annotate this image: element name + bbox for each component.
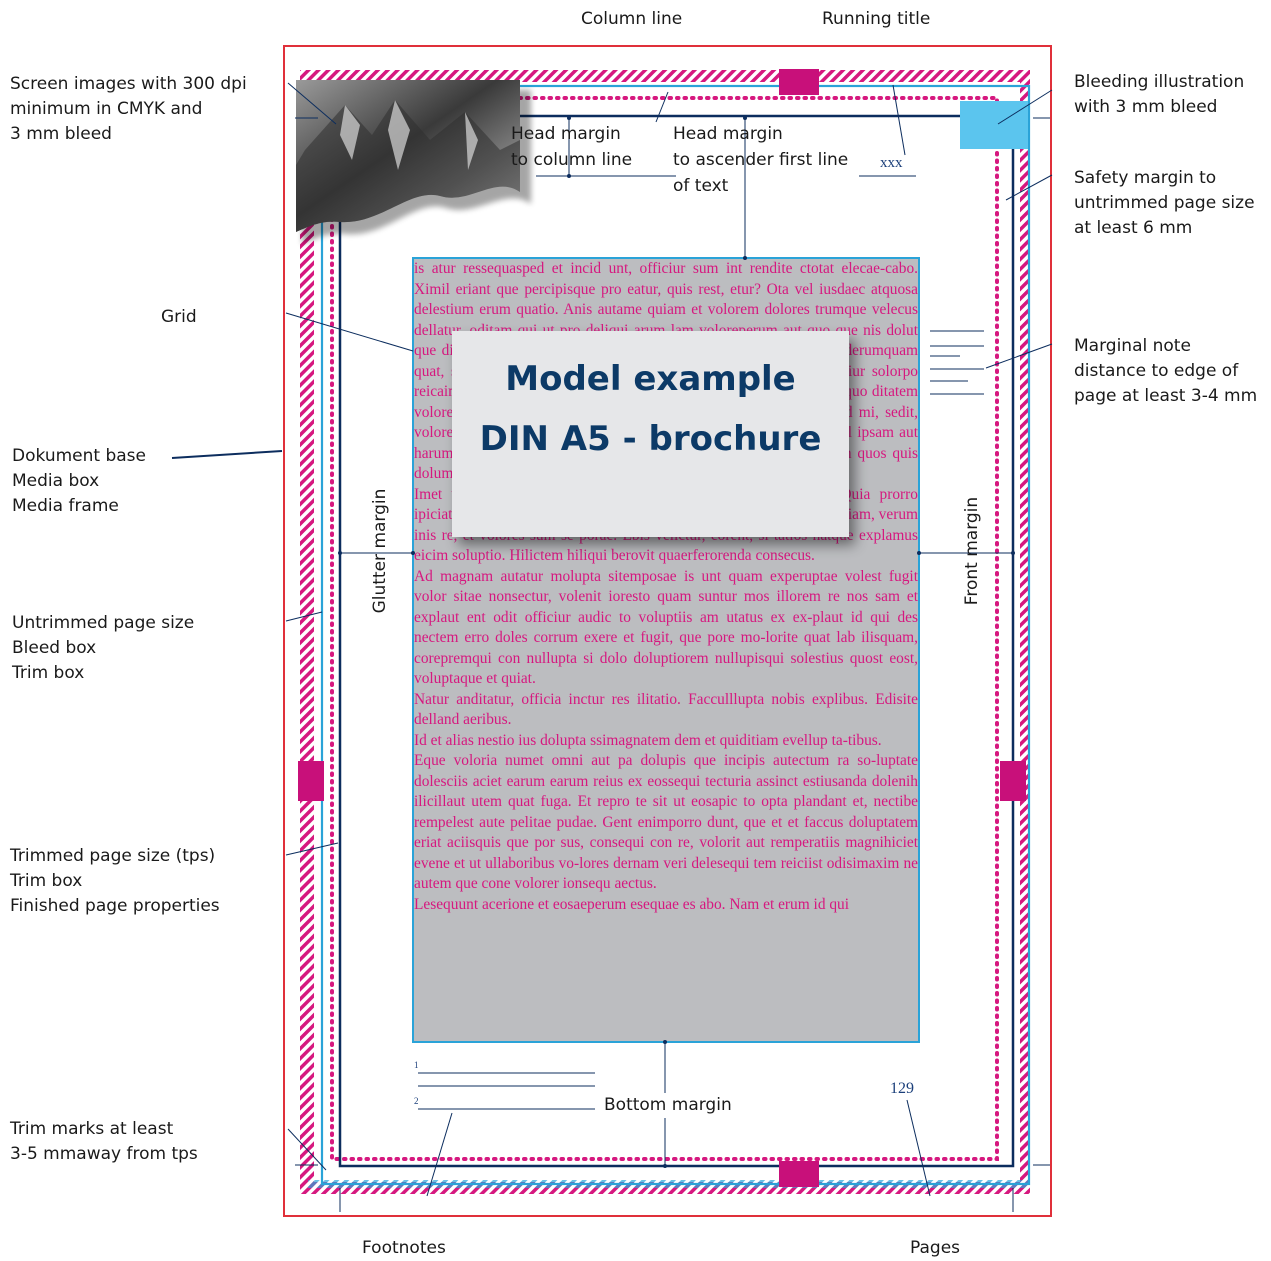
label-bottom-margin: Bottom margin — [602, 1093, 734, 1118]
label-head-margin-column: Head margin to column line — [511, 124, 633, 170]
body-paragraph: Ad magnam autatur molupta sitemposae is … — [414, 567, 918, 688]
body-paragraph: Lesequunt acerione et eosaeperum esequae… — [414, 895, 850, 913]
marginal-note-lines — [930, 330, 984, 395]
label-column-line: Column line — [581, 9, 683, 29]
label-glutter-margin: Glutter margin — [370, 488, 390, 614]
body-paragraph: Id et alias nestio ius dolupta ssimagnat… — [414, 731, 882, 749]
page-number: 129 — [890, 1080, 914, 1097]
body-paragraph: Eque voloria numet omni aut pa dolupis q… — [414, 752, 918, 892]
body-paragraph: Natur anditatur, officia inctur res ilit… — [414, 690, 918, 729]
footnote-number-1: 1 — [414, 1060, 419, 1070]
label-grid: Grid — [161, 307, 197, 327]
label-safety-margin: Safety margin to untrimmed page size at … — [1074, 168, 1255, 238]
label-untrimmed: Untrimmed page size Bleed box Trim box — [12, 613, 195, 683]
bleeding-illustration — [960, 101, 1028, 149]
media-frame — [283, 45, 1052, 1217]
label-head-margin-ascender: Head margin to ascender first line of te… — [673, 124, 849, 196]
label-marginal-note: Marginal note distance to edge of page a… — [1074, 336, 1258, 406]
screen-image — [296, 80, 531, 244]
head-margin-lines — [536, 118, 916, 258]
running-title-text: xxx — [880, 155, 903, 171]
model-card-line1: Model example — [505, 359, 796, 399]
label-trim-marks: Trim marks at least 3-5 mmaway from tps — [10, 1119, 198, 1164]
label-screen-images: Screen images with 300 dpi minimum in CM… — [10, 74, 247, 144]
trim-box — [320, 84, 1031, 1186]
label-front-margin: Front margin — [962, 496, 982, 606]
column-line-frame — [338, 114, 1015, 1168]
registration-mark-bottom — [779, 1161, 819, 1187]
footnote-number-2: 2 — [414, 1096, 419, 1106]
leader-lines — [171, 82, 1053, 1212]
model-example-card: Model example DIN A5 - brochure — [452, 331, 849, 537]
footnote-lines — [418, 1072, 595, 1110]
label-trimmed: Trimmed page size (tps) Trim box Finishe… — [10, 846, 220, 916]
label-footnotes: Footnotes — [362, 1238, 446, 1258]
registration-mark-top — [779, 69, 819, 95]
model-card-line2: DIN A5 - brochure — [479, 419, 822, 459]
label-running-title: Running title — [822, 9, 931, 29]
label-bleeding-illustration: Bleeding illustration with 3 mm bleed — [1074, 72, 1245, 117]
marker-dots — [338, 116, 1015, 1168]
label-document-base: Dokument base Media box Media frame — [12, 446, 146, 516]
registration-mark-left — [298, 761, 324, 801]
registration-mark-right — [1000, 761, 1026, 801]
label-pages: Pages — [910, 1238, 961, 1258]
